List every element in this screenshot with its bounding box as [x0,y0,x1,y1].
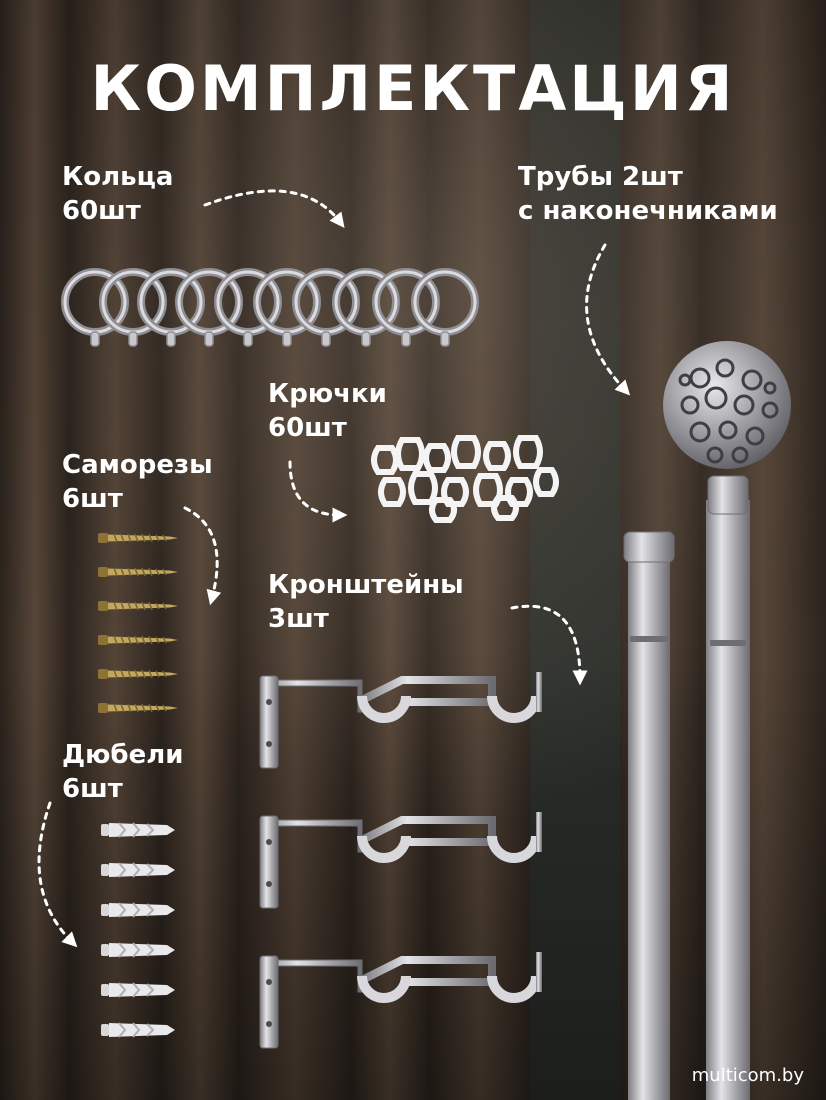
arrow-hooks [288,460,348,523]
arrow-screws [183,506,222,606]
label-screws: Саморезы 6шт [62,448,213,516]
label-hooks: Крючки 60шт [268,377,387,445]
arrow-dowels [37,801,78,948]
curtain-rings [65,272,475,346]
label-rings-count: 60шт [62,196,141,226]
label-rings-name: Кольца [62,162,174,192]
arrow-brackets [510,604,588,686]
arrow-rings [203,189,345,228]
label-hooks-name: Крючки [268,379,387,409]
brackets [260,672,542,1048]
pointer-arrows [37,189,631,948]
label-brackets: Кронштейны 3шт [268,568,464,636]
wall-dowels [100,822,176,1038]
curtain-rods [623,341,791,1100]
label-brackets-count: 3шт [268,604,329,634]
curtain-hooks [371,435,559,523]
label-rods-count: с наконечниками [518,196,778,226]
label-rods: Трубы 2шт с наконечниками [518,160,778,228]
label-screws-count: 6шт [62,484,123,514]
label-hooks-count: 60шт [268,413,347,443]
watermark: multicom.by [691,1065,804,1086]
screws [97,532,179,714]
page-title: КОМПЛЕКТАЦИЯ [90,52,736,125]
label-rings: Кольца 60шт [62,160,173,228]
label-dowels-count: 6шт [62,774,123,804]
label-rods-name: Трубы 2шт [518,162,683,192]
label-dowels: Дюбели 6шт [62,738,183,806]
arrow-rods [585,243,631,396]
label-dowels-name: Дюбели [62,740,184,770]
label-brackets-name: Кронштейны [268,570,464,600]
label-screws-name: Саморезы [62,450,213,480]
